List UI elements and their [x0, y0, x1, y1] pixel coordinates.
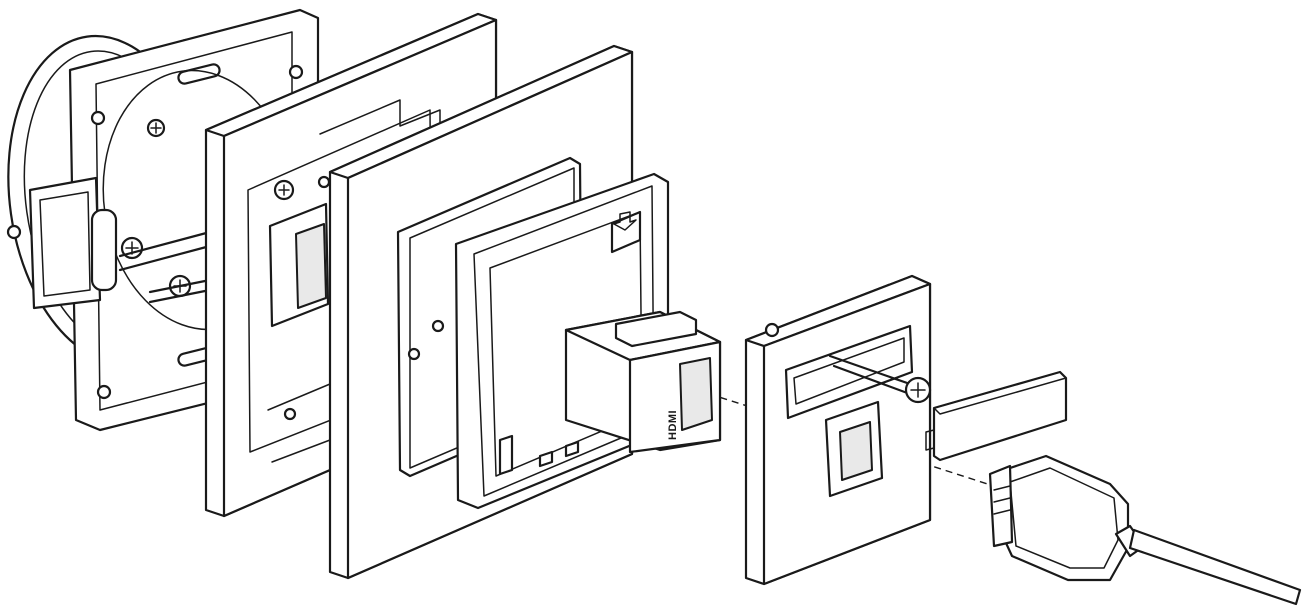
- face-plate: [744, 274, 932, 586]
- screw-icon: [273, 179, 295, 201]
- hdmi-coupler: HDMI: [564, 310, 722, 454]
- screw-icon: [146, 118, 166, 138]
- hdmi-cable-plug: [988, 454, 1302, 606]
- hdmi-port-label: HDMI: [667, 410, 679, 440]
- label-strip: [925, 370, 1068, 462]
- screw-icon: [828, 354, 932, 404]
